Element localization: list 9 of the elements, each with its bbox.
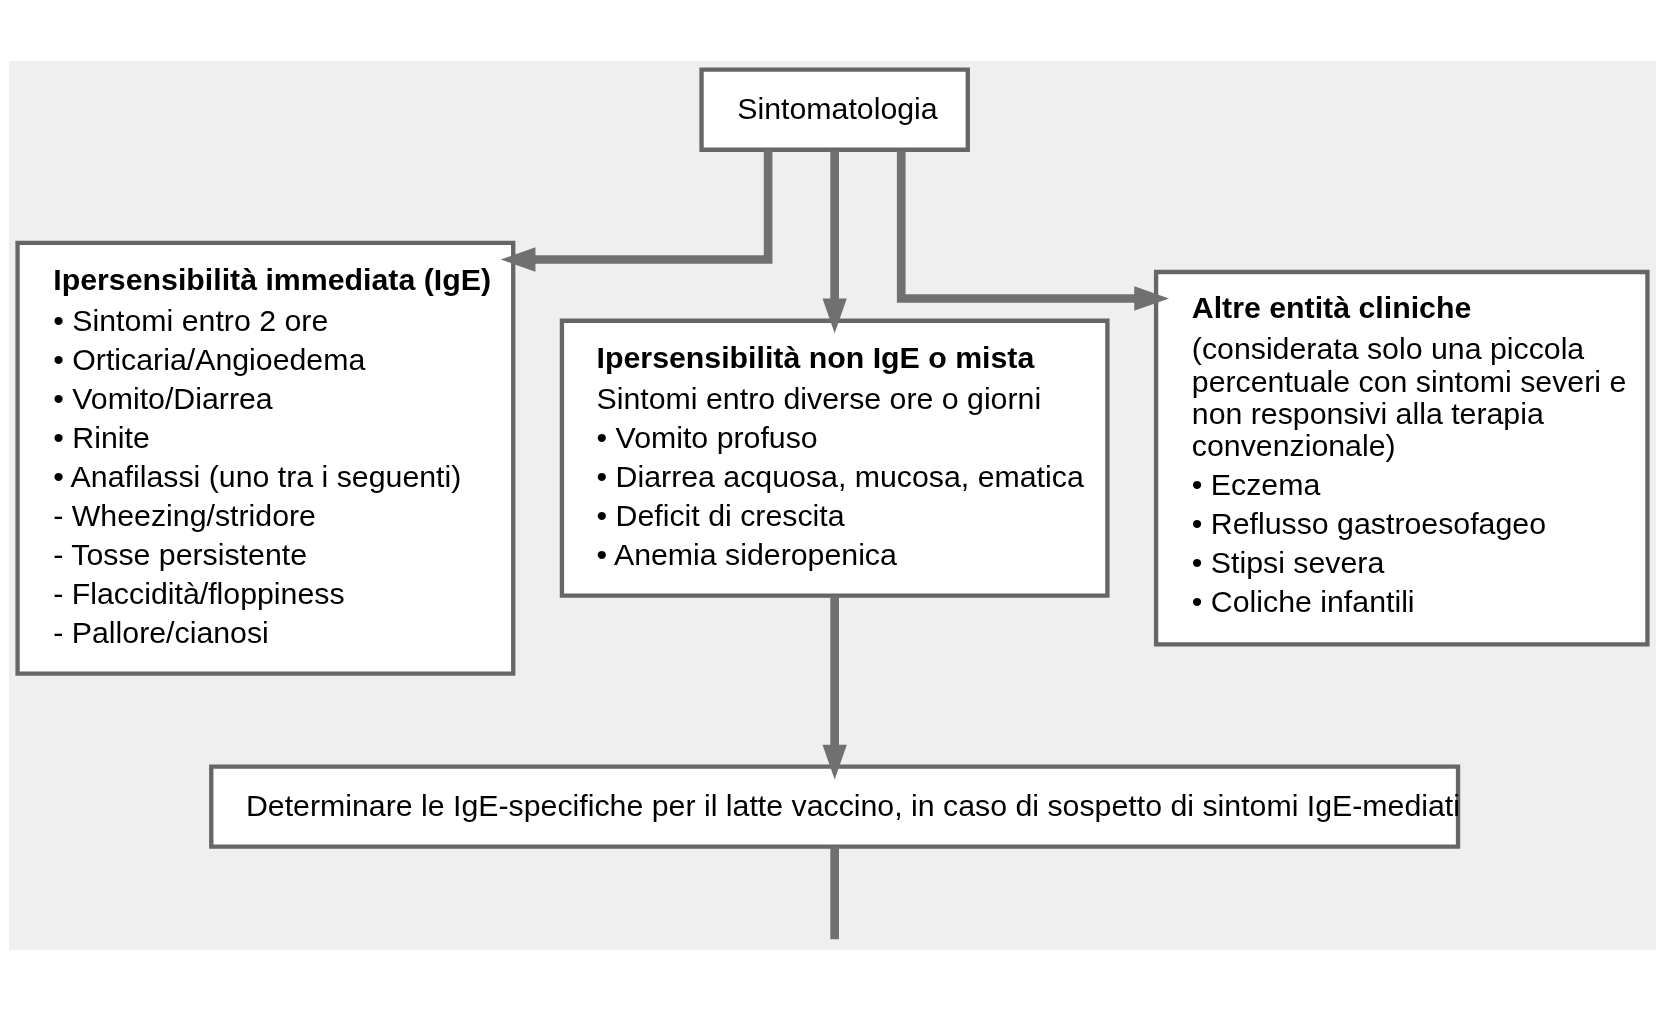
arrow (500, 149, 773, 272)
node-box: Ipersensibilità non IgE o mista Sintomi entro diverse ore o giorni • Vomito profuso • Diarrea acquosa, mucosa, ematica • Deficit di crescita • Anemia sideropenica (559, 318, 1110, 598)
node-box: Ipersensibilità immediata (IgE) • Sintomi entro 2 ore • Orticaria/Angioedema • Vomito/Diarrea • Rinite • Anafilassi (uno tra i seguenti) - Wheezing/stridore - Tosse persistente - Flaccidità/floppiness - Pallore/cianosi (15, 240, 516, 676)
arrow (896, 150, 1169, 311)
arrow (822, 595, 847, 780)
connector (830, 846, 839, 940)
arrow (822, 150, 847, 334)
node-box: Altre entità cliniche (considerata solo una piccola percentuale con sintomi severi e non responsivi alla terapia convenzionale) • Eczema • Reflusso gastroesofageo • Stipsi severa • Coliche infantili (1153, 269, 1650, 647)
node-box: Sintomatologia (699, 67, 970, 152)
